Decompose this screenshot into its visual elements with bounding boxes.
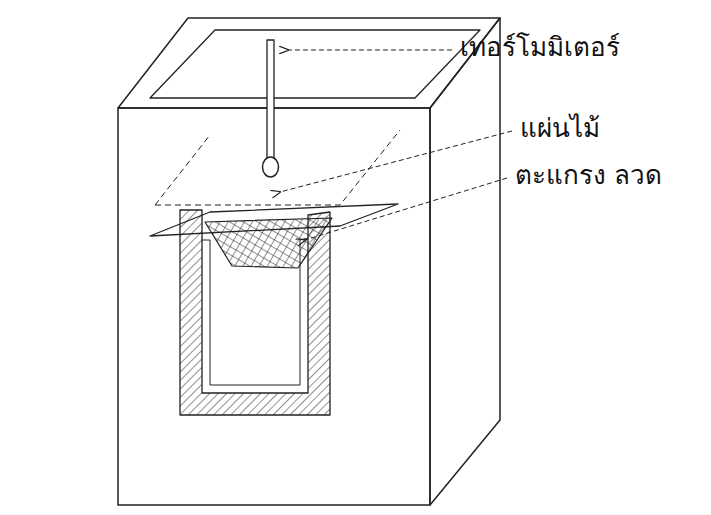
part-label: แผ่นไม้ [520,113,600,144]
part-label: เทอร์โมมิเตอร์ [460,32,620,63]
thermometer-stem [267,40,274,160]
leader-line [288,50,452,51]
board-hidden-edge [155,130,400,205]
leader-line [280,131,512,192]
box-side-face [430,18,500,505]
thermometer-bulb [263,157,279,177]
part-label: ตะแกรง ลวด [515,160,662,191]
wooden-board [150,204,398,236]
box-front-face [118,108,430,505]
box-top-face [118,18,500,108]
leader-line [305,178,507,240]
board-hidden-edge [155,135,210,205]
lid-panel [150,30,480,98]
